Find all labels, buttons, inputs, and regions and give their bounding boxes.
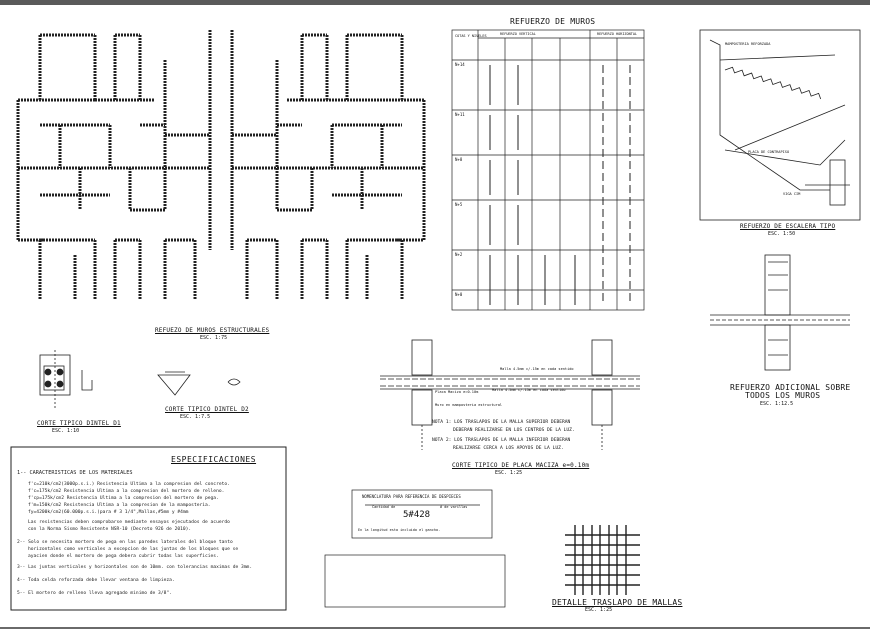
viga-label: VIGA CIM [783,192,801,196]
mallas-scale: ESC. 1:25 [585,607,613,613]
adicional-scale: ESC. 1:12.5 [760,401,794,407]
mallas-title: DETALLE TRASLAPO DE MALLAS [552,598,683,607]
spec-line: 2-- Solo se necesita mortero de pega en … [17,540,233,545]
spec-line: f'm=150k/cm2 Resistencia Ultima a la com… [28,503,211,508]
placa-title: CORTE TIPICO DE PLACA MACIZA e=0.10m [452,462,590,469]
nomenclatura-right: # de varillas [440,505,468,509]
adicional-title-2: TODOS LOS MUROS [745,391,821,400]
dintel-d1-title: CORTE TIPICO DINTEL D1 [37,420,121,427]
table-level-2: N+8 [455,157,463,162]
dintel-d1-scale: ESC. 1:10 [52,428,80,434]
spec-line: con la Norma Sismo Resistente NSR-10 (De… [28,527,192,532]
nomenclatura-title: NOMENCLATURA PARA REFERENCIA DE DESPIECE… [362,494,461,499]
placa-contrapiso-label: PLACA DE CONTRAPISO [748,150,790,154]
top-frame-bar [0,0,870,5]
table-header-vertical: REFUERZO VERTICAL [500,32,536,36]
table-level-1: N+11 [455,112,465,117]
table-level-0: N+14 [455,62,465,67]
table-level-5: N+0 [455,292,463,297]
placa-note: REALIZARSE CERCA A LOS APOYOS DE LA LUZ. [453,446,564,451]
escalera-detail [699,29,861,221]
mamposteria-label: MAMPOSTERIA REFORZADA [725,42,771,46]
placa-maciza [380,339,640,450]
adicional-title-1: REFUERZO ADICIONAL SOBRE [730,383,851,392]
dintel-d1 [39,350,93,410]
spec-line: f'c=175k/cm2 Resistencia Ultima a la com… [28,489,225,494]
spec-line: Las resistencias deben comprobarse media… [28,520,230,525]
spec-line: 5-- El mortero de relleno lleva agregado… [17,591,172,596]
spec-line: 3-- Las juntas verticales y horizontales… [17,565,253,570]
malla-sup-label: Malla 4.5mm c/.15m en cada sentido [500,367,574,371]
spec-line: 4-- Toda celda reforzada debe llevar ven… [17,578,175,583]
spec-line: f'cp=175k/cm2 Resistencia Ultima a la co… [28,496,219,501]
spec-line: 1-- CARACTERISTICAS DE LOS MATERIALES [17,470,133,476]
bottom-frame-bar [0,627,870,629]
nomenclatura-foot: En la longitud esta incluido el gancho. [358,528,441,532]
table-header-horizontal: REFUERZO HORIZONTAL [597,32,638,36]
spec-line: ayacien donde el mortero de pega debera … [28,554,219,559]
refuerzo-table [451,29,645,311]
nomenclatura-left: Cantidad de [372,505,396,509]
table-level-3: N+5 [455,202,463,207]
dintel-d2-scale: ESC. 1:7.5 [180,414,211,420]
escalera-scale: ESC. 1:50 [768,231,796,237]
dintel-d2 [157,371,241,396]
placa-note: NOTA 2: LOS TRASLAPOS DE LA MALLA INFERI… [432,438,571,443]
placa-note: NOTA 1: LOS TRASLAPOS DE LA MALLA SUPERI… [432,420,571,425]
escalera-title: REFUERZO DE ESCALERA TIPO [740,223,836,230]
refuerzo-muros-title: REFUERZO DE MUROS [510,17,596,26]
muros-estructurales-scale: ESC. 1:75 [200,335,228,341]
malla-inf-label: Malla 4.5mm c/.15m en cada sentido [492,388,566,392]
mallas-grid [565,525,640,595]
table-level-4: N+2 [455,252,463,257]
notas-box [324,554,506,608]
nomenclatura-box [351,489,493,539]
specs-title: ESPECIFICACIONES [171,455,257,464]
refuerzo-adicional [710,254,850,371]
placa-maciza-label: Placa Maciza e=0.10m [435,390,479,394]
nomenclatura-symbol: 5#428 [403,510,431,520]
dintel-d2-title: CORTE TIPICO DINTEL D2 [165,406,249,413]
spec-line: horizontales como verticales a excepcion… [28,547,239,552]
table-col-cotas: COTAS Y NIVELES [455,34,487,38]
placa-note: DEBERAN REALIZARSE EN LOS CENTROS DE LA … [453,428,575,433]
specs-box [10,446,287,611]
muros-estructurales-title: REFUEZO DE MUROS ESTRUCTURALES [155,327,270,334]
floor-plan [16,30,426,300]
spec-line: fy=4200k/cm2(60.000p.s.i.)para # 3 1/4",… [28,510,189,515]
muro-label: Muro en mamposteria estructural [435,403,503,407]
spec-line: f'c=210k/cm2(3000p.s.i.) Resistencia Ult… [28,482,230,487]
placa-scale: ESC. 1:25 [495,470,523,476]
